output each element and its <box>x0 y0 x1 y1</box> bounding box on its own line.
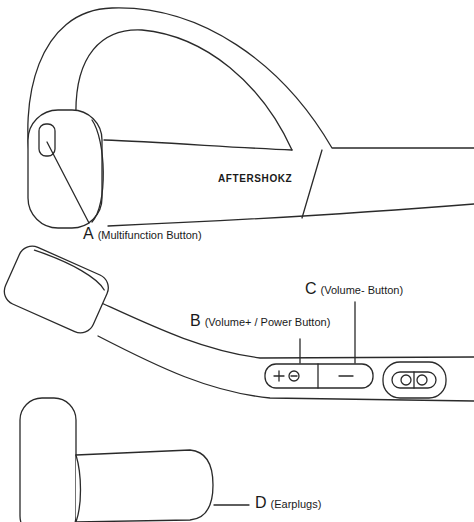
callout-letter: C <box>305 280 317 298</box>
callout-label: AFTERSHOKZ <box>218 173 292 185</box>
leader-line <box>214 504 249 505</box>
part-name: (Volume+ / Power Button) <box>205 316 331 329</box>
remote-outline <box>0 242 474 401</box>
callout-letter: A <box>83 225 94 243</box>
leader-line <box>47 142 89 223</box>
part-name: (Multifunction Button) <box>98 229 202 242</box>
callout-letter: D <box>255 494 267 512</box>
leader-line <box>299 339 300 363</box>
callout-label: B (Volume+ / Power Button) <box>190 312 330 330</box>
earplug-outline <box>20 398 249 522</box>
part-name: (Volume- Button) <box>321 284 404 297</box>
part-name: (Earplugs) <box>271 498 322 511</box>
brand-logo: AFTERSHOKZ <box>218 173 292 185</box>
headset-outline <box>28 8 474 228</box>
callout-label: C (Volume- Button) <box>305 280 403 298</box>
callout-label: D (Earplugs) <box>255 494 321 512</box>
callout-label: A (Multifunction Button) <box>83 225 202 243</box>
callout-letter: B <box>190 312 201 330</box>
leader-line <box>354 302 355 363</box>
